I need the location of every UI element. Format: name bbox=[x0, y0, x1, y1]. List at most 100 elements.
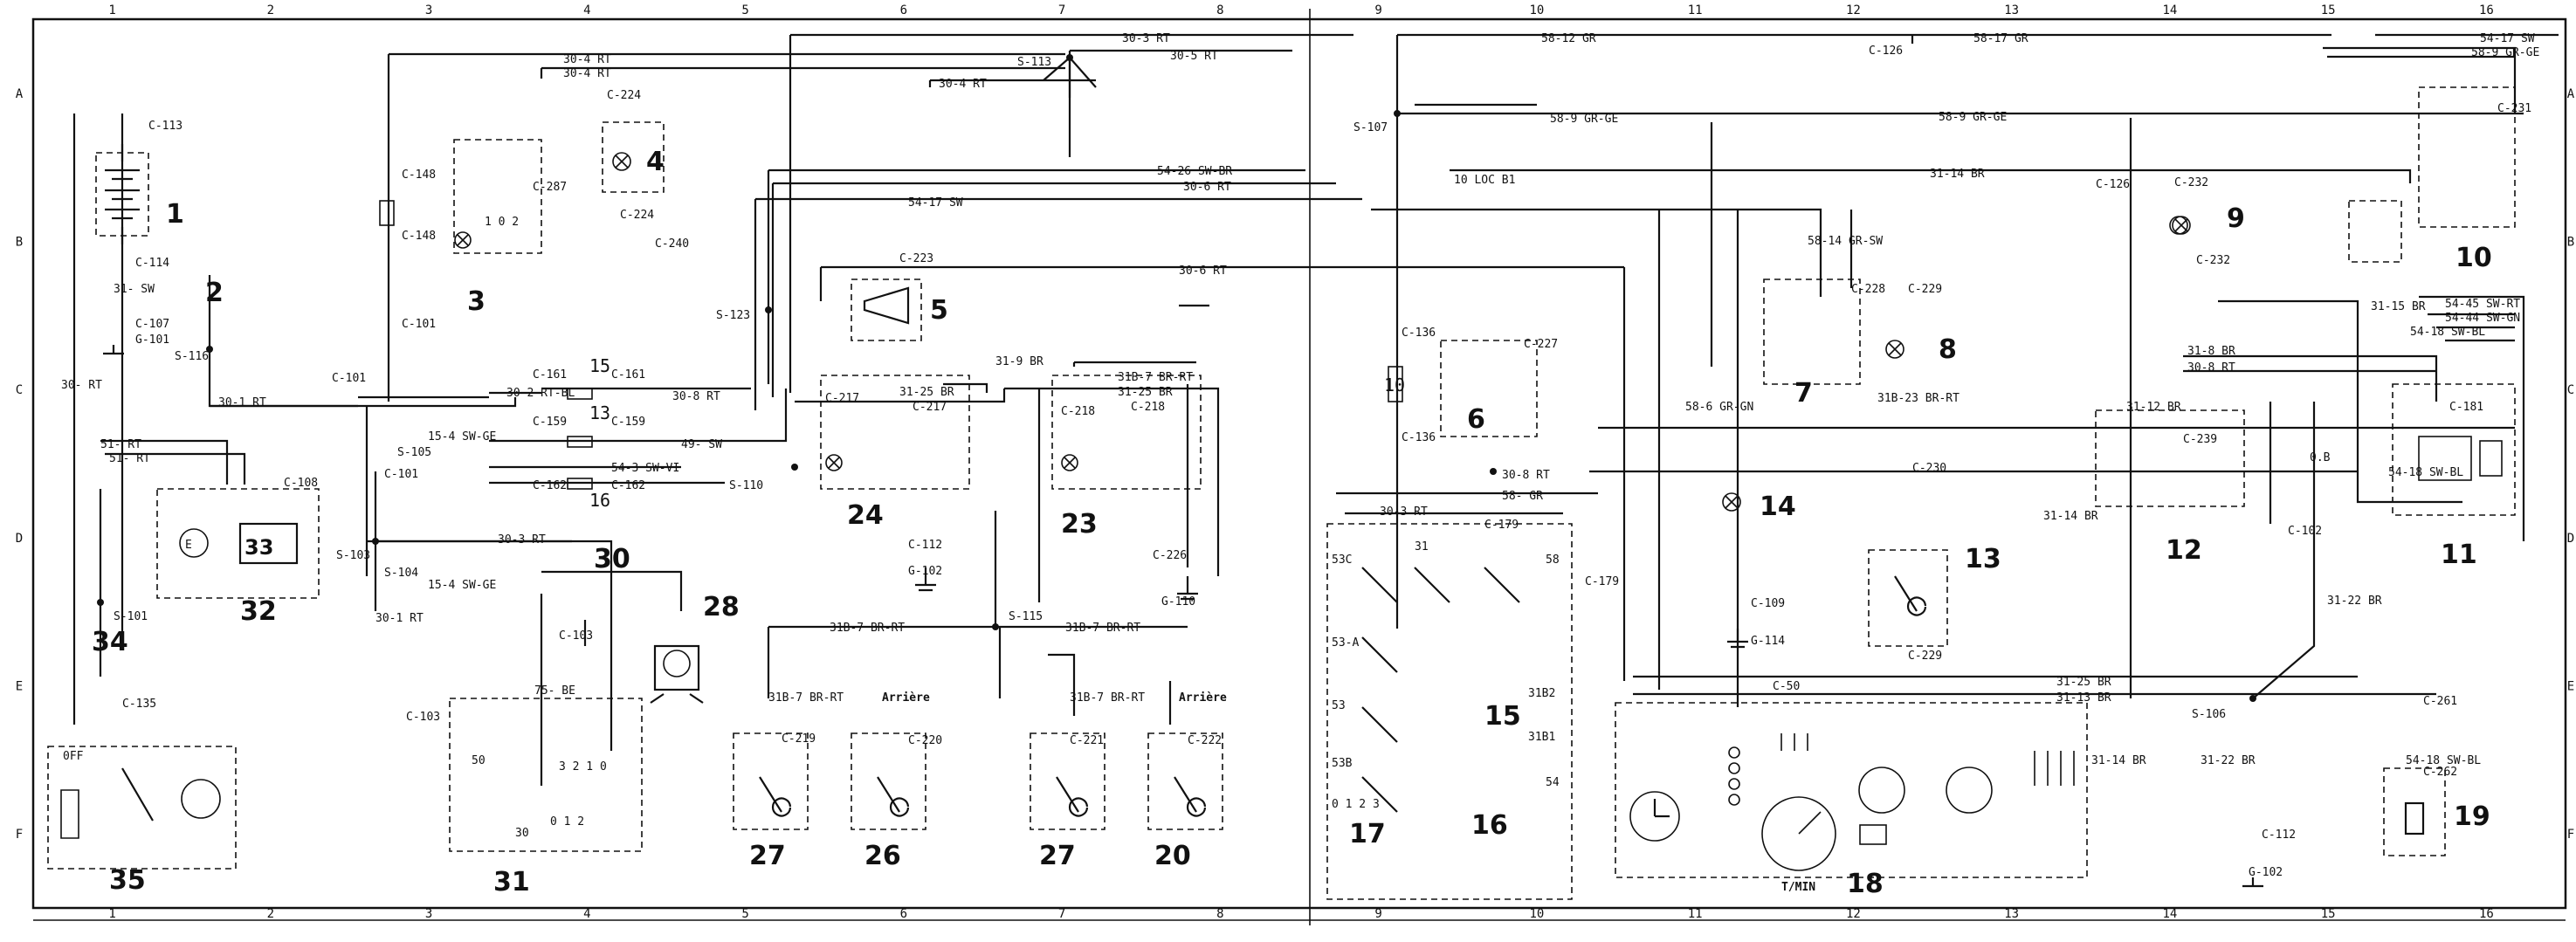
connector-label: C-231 bbox=[2497, 102, 2531, 115]
grid-column-label: 1 bbox=[108, 907, 115, 921]
splice-label: S-107 bbox=[1353, 121, 1388, 134]
comp-label-28: 28 bbox=[703, 592, 740, 622]
box-comp-10 bbox=[2418, 86, 2516, 228]
terminal-label: 0 1 2 3 bbox=[1332, 798, 1380, 811]
wire-label: 31-13 BR bbox=[2056, 691, 2111, 705]
connector-label: C-223 bbox=[899, 252, 933, 265]
box-comp-15-16-17 bbox=[1326, 523, 1573, 900]
connector-label: C-179 bbox=[1585, 575, 1619, 588]
grid-column-label: 13 bbox=[2004, 907, 2019, 921]
connector-label: C-101 bbox=[402, 318, 436, 331]
wire-label: 30-1 RT bbox=[375, 612, 424, 625]
comp-label-12: 12 bbox=[2166, 535, 2202, 566]
box-comp-7 bbox=[1763, 278, 1861, 385]
connector-label: C-159 bbox=[611, 416, 645, 429]
connector-label: C-162 bbox=[611, 479, 645, 492]
comp-label-8: 8 bbox=[1939, 334, 1957, 365]
switches bbox=[759, 567, 1927, 817]
box-comp-5 bbox=[851, 278, 922, 341]
wire-label: 58-14 GR-SW bbox=[1808, 235, 1883, 248]
grid-column-label: 11 bbox=[1688, 3, 1703, 17]
wire-label: 31-14 BR bbox=[2091, 754, 2146, 767]
connector-label: C-50 bbox=[1773, 680, 1800, 693]
wire-label: 54-17 SW bbox=[908, 196, 963, 210]
grid-column-label: 14 bbox=[2162, 907, 2177, 921]
wire-label: 30-4 RT bbox=[563, 53, 611, 66]
connector-label: C-109 bbox=[1751, 597, 1785, 610]
connector-label: C-239 bbox=[2183, 433, 2217, 446]
connector-label: C-136 bbox=[1402, 327, 1436, 340]
wire-label: 31-25 BR bbox=[1118, 386, 1173, 399]
wire-label: 75- BE bbox=[534, 684, 575, 698]
box-comp-mid-right bbox=[2348, 200, 2402, 263]
connector-label: C-107 bbox=[135, 318, 169, 331]
wire-label: 31B-7 BR-RT bbox=[830, 622, 905, 635]
splice-label: S-104 bbox=[384, 567, 418, 580]
comp-label-11: 11 bbox=[2441, 540, 2477, 570]
lamps bbox=[454, 152, 2191, 512]
terminal-label: 53B bbox=[1332, 757, 1353, 770]
wire-label: 31- SW bbox=[114, 283, 155, 296]
box-comp-27b bbox=[1030, 732, 1105, 830]
terminal-label: 31B2 bbox=[1528, 687, 1555, 700]
grid-column-label: 16 bbox=[2479, 3, 2494, 17]
comp-label-10: 10 bbox=[2455, 243, 2492, 273]
wire-label: 30-2 RT-BL bbox=[506, 387, 575, 400]
terminal-label: 10 bbox=[1384, 375, 1405, 395]
connector-label: C-102 bbox=[2288, 525, 2322, 538]
grid-row-label: B bbox=[2567, 236, 2574, 250]
wire-label: 30- RT bbox=[61, 379, 102, 392]
connector-label: C-217 bbox=[825, 392, 859, 405]
connector-label: C-101 bbox=[384, 468, 418, 481]
grid-row-label: F bbox=[16, 828, 23, 842]
wire-label: 30-6 RT bbox=[1183, 181, 1231, 194]
terminal-label: 13 bbox=[589, 402, 610, 423]
connector-label: C-181 bbox=[2449, 401, 2483, 414]
grid-column-label: 2 bbox=[267, 907, 274, 921]
box-comp-6 bbox=[1440, 340, 1538, 437]
grid-column-label: 9 bbox=[1374, 3, 1381, 17]
rear-label: Arrière bbox=[882, 691, 930, 705]
comp-label-3: 3 bbox=[467, 286, 486, 317]
connector-label: C-287 bbox=[533, 181, 567, 194]
terminal-label: 50 bbox=[472, 754, 486, 767]
wire-label: 31-22 BR bbox=[2201, 754, 2256, 767]
comp-label-6: 6 bbox=[1467, 404, 1485, 435]
wire-label: 31B-7 BR-RT bbox=[1070, 691, 1145, 705]
wire-label: 0.B bbox=[2310, 451, 2331, 464]
module-33 bbox=[179, 522, 299, 565]
wire-label: 30-6 RT bbox=[1179, 265, 1227, 278]
diagram-border bbox=[31, 17, 2567, 910]
connector-label: C-232 bbox=[2174, 176, 2208, 189]
grid-row-label: C bbox=[16, 383, 23, 397]
connector-label: C-262 bbox=[2423, 766, 2457, 779]
grid-column-label: 14 bbox=[2162, 3, 2177, 17]
wire-label: 51- RT bbox=[109, 452, 150, 465]
grid-column-label: 7 bbox=[1058, 907, 1065, 921]
grid-column-label: 10 bbox=[1529, 3, 1544, 17]
box-comp-26 bbox=[851, 732, 926, 830]
connector-label: C-179 bbox=[1484, 519, 1519, 532]
wire-label: 10 LOC B1 bbox=[1454, 174, 1515, 187]
wire-label: 31B-23 BR-RT bbox=[1877, 392, 1960, 405]
grid-column-label: 4 bbox=[583, 907, 590, 921]
wire-label: 54-3 SW-VI bbox=[611, 462, 679, 475]
terminal-label: 15 bbox=[589, 355, 610, 376]
connector-label: C-229 bbox=[1908, 283, 1942, 296]
horn bbox=[863, 286, 910, 325]
lamp-9-symbol bbox=[2169, 216, 2188, 235]
splice-label: S-101 bbox=[114, 610, 148, 623]
grid-row-label: D bbox=[2567, 532, 2574, 546]
terminal-label: E bbox=[185, 539, 192, 552]
comp-label-18: 18 bbox=[1847, 869, 1884, 899]
connector-label: C-159 bbox=[533, 416, 567, 429]
connector-label: C-113 bbox=[148, 120, 183, 133]
box-comp-18 bbox=[1615, 702, 2088, 878]
grid-column-label: 3 bbox=[425, 3, 432, 17]
ground-labels: G-101 G-102 G-110 G-114 G-102 bbox=[135, 333, 2283, 879]
comp-label-33: 33 bbox=[245, 535, 273, 560]
connector-label: C-232 bbox=[2196, 254, 2230, 267]
grid-column-label: 3 bbox=[425, 907, 432, 921]
terminal-label: 31B1 bbox=[1528, 731, 1555, 744]
terminal-label: 0FF bbox=[63, 750, 84, 763]
